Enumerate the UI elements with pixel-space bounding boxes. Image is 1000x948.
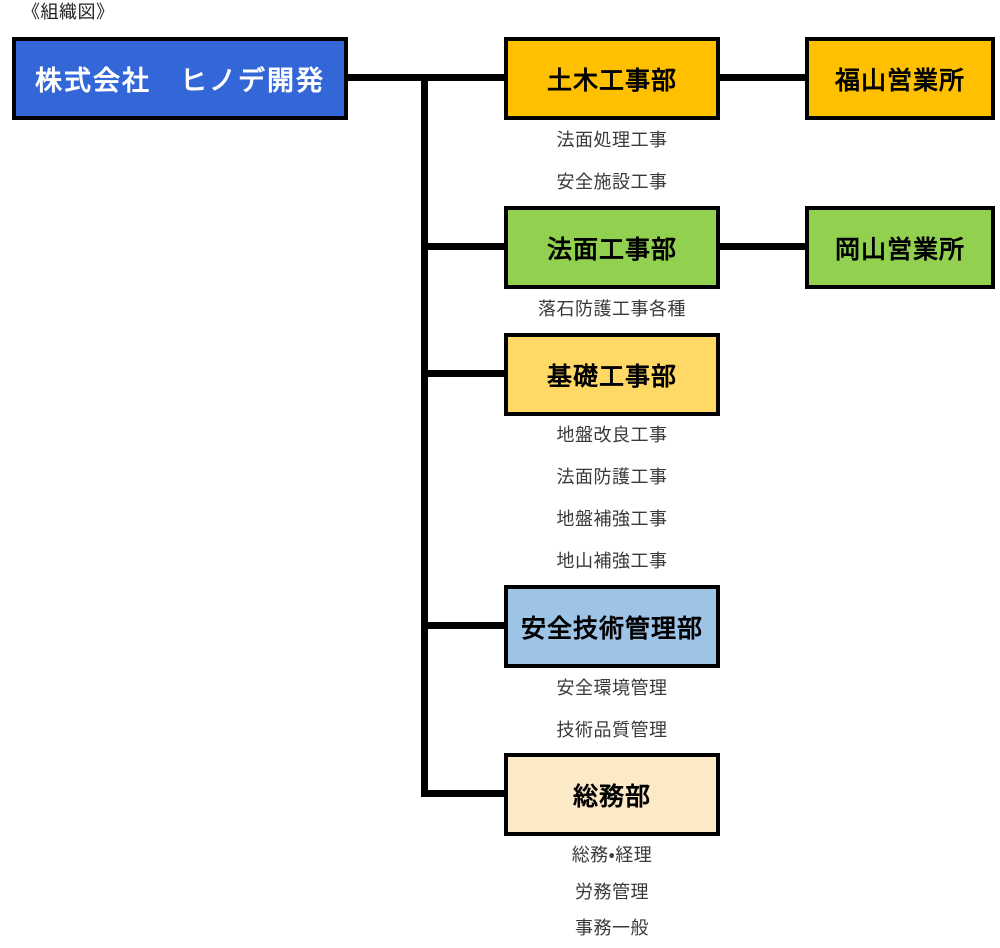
connector-slope-to-okayama: [716, 243, 809, 250]
node-dept-slope[interactable]: 法面工事部: [504, 206, 720, 289]
node-dept-slope-label: 法面工事部: [546, 234, 677, 264]
subitem-foundation-3: 地盤補強工事: [556, 509, 668, 530]
subitem-general-3: 事務一般: [575, 918, 649, 939]
connector-branch-foundation: [421, 370, 508, 377]
node-office-fukuyama[interactable]: 福山営業所: [805, 37, 995, 120]
subitem-foundation-1: 地盤改良工事: [556, 425, 668, 446]
subitem-civil-2: 安全施設工事: [556, 172, 668, 193]
node-company[interactable]: 株式会社 ヒノデ開発: [12, 37, 348, 120]
subitem-foundation-2: 法面防護工事: [556, 467, 668, 488]
subitem-safety-2: 技術品質管理: [556, 720, 668, 741]
connector-branch-slope: [421, 243, 508, 250]
node-dept-foundation-label: 基礎工事部: [546, 361, 677, 391]
node-dept-safety-label: 安全技術管理部: [520, 613, 703, 643]
page-title: 《組織図》: [22, 2, 115, 23]
subitem-safety-1: 安全環境管理: [556, 678, 668, 699]
subitem-slope-1: 落石防護工事各種: [538, 299, 686, 320]
connector-trunk-vertical: [421, 74, 428, 797]
node-dept-general[interactable]: 総務部: [504, 753, 720, 836]
node-dept-civil[interactable]: 土木工事部: [504, 37, 720, 120]
node-office-okayama-label: 岡山営業所: [834, 234, 965, 264]
subitem-general-1: 総務・経理: [571, 845, 653, 866]
connector-root-horizontal: [348, 74, 428, 81]
node-dept-civil-label: 土木工事部: [546, 65, 677, 95]
connector-branch-general: [421, 790, 508, 797]
node-dept-general-label: 総務部: [572, 781, 651, 811]
node-dept-foundation[interactable]: 基礎工事部: [504, 333, 720, 416]
node-office-fukuyama-label: 福山営業所: [834, 65, 965, 95]
subitem-civil-1: 法面処理工事: [556, 130, 668, 151]
node-office-okayama[interactable]: 岡山営業所: [805, 206, 995, 289]
subitem-foundation-4: 地山補強工事: [556, 551, 668, 572]
subitem-general-2: 労務管理: [575, 882, 649, 903]
connector-civil-to-fukuyama: [716, 74, 809, 81]
node-company-label: 株式会社 ヒノデ開発: [35, 66, 325, 97]
connector-branch-civil: [421, 74, 508, 81]
connector-branch-safety: [421, 622, 508, 629]
node-dept-safety[interactable]: 安全技術管理部: [504, 585, 720, 668]
